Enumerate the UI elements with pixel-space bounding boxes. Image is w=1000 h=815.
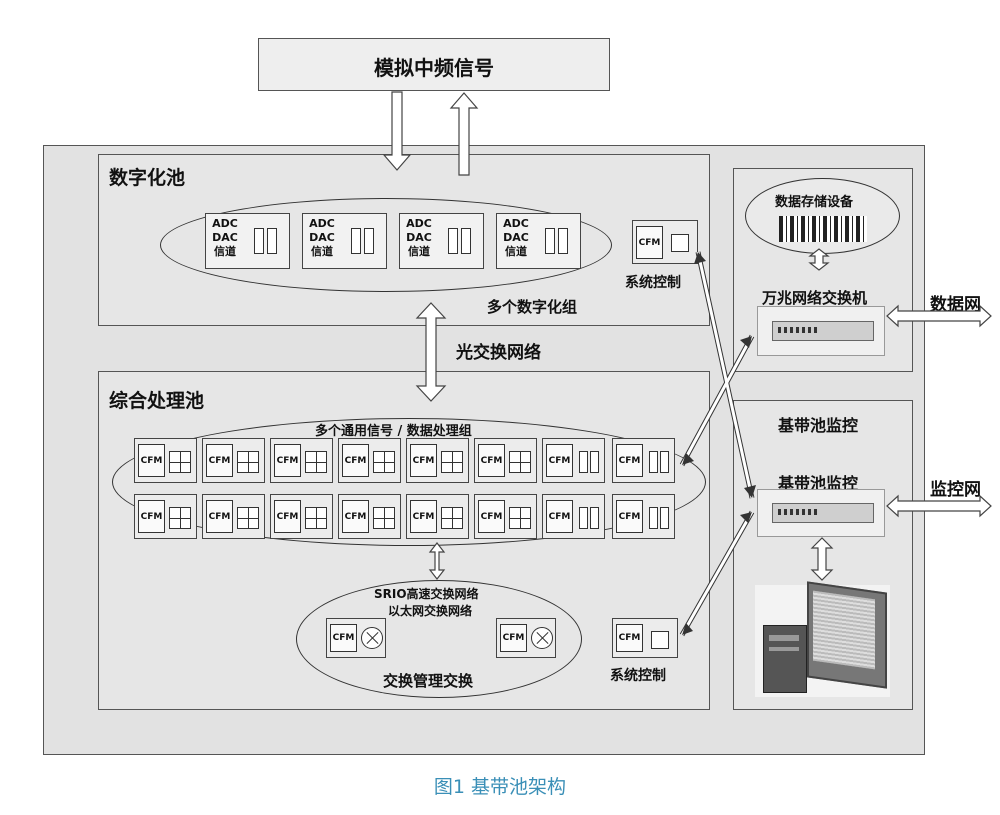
processing-card: CFM: [542, 494, 605, 539]
storage-array-icon: [779, 216, 867, 242]
analog-if-signal-label: 模拟中频信号: [374, 56, 494, 80]
digitization-pool-title: 数字化池: [109, 167, 186, 189]
processing-card: CFM: [474, 438, 537, 483]
switch-mgmt-label: 交换管理交换: [383, 672, 474, 690]
optical-network-label: 光交换网络: [456, 343, 541, 363]
processing-card: CFM: [542, 438, 605, 483]
monitor-workstation-arrow: [810, 537, 834, 581]
analog-if-signal-box: 模拟中频信号: [258, 38, 610, 91]
monitor-device-label: 基带池监控: [778, 474, 859, 493]
processing-card: CFM: [338, 494, 401, 539]
digital-sys-ctrl-label: 系统控制: [625, 275, 681, 291]
processing-card: CFM: [134, 494, 197, 539]
processing-card: CFM: [474, 494, 537, 539]
switch-link-arrow: [428, 542, 446, 580]
processing-card: CFM: [270, 494, 333, 539]
processing-card: CFM: [202, 494, 265, 539]
processing-pool-title: 综合处理池: [109, 390, 205, 412]
optical-double-arrow: [415, 302, 447, 402]
switch-network-ellipse: [296, 580, 582, 698]
processing-card: CFM: [134, 438, 197, 483]
switch-card: CFM: [326, 618, 386, 658]
switch-x-icon: [361, 627, 383, 649]
processing-group-ellipse: [112, 418, 706, 546]
up-arrow: [449, 92, 479, 176]
workstation-computer-icon: [755, 581, 890, 697]
ethernet-network-label: 以太网交换网络: [388, 604, 473, 618]
cfm-label: CFM: [636, 226, 663, 259]
switch-card: CFM: [496, 618, 556, 658]
figure-caption: 图1 基带池架构: [433, 776, 567, 798]
processing-card: CFM: [202, 438, 265, 483]
down-arrow: [382, 91, 412, 171]
proc-sys-ctrl-label: 系统控制: [610, 668, 666, 684]
digital-sys-ctrl-card: CFM: [632, 220, 698, 264]
proc-sys-ctrl-card: CFM: [612, 618, 678, 658]
digitization-group-label: 多个数字化组: [487, 298, 578, 316]
processing-card: CFM: [406, 494, 469, 539]
processing-group-label: 多个通用信号 / 数据处理组: [315, 424, 472, 439]
srio-network-label: SRIO高速交换网络: [374, 587, 479, 601]
data-network-label: 数据网: [930, 295, 981, 315]
monitor-network-label: 监控网: [930, 480, 981, 500]
monitor-network-arrow: [886, 494, 992, 518]
monitor-server-device: [757, 489, 885, 537]
processing-card: CFM: [612, 438, 675, 483]
storage-title: 数据存储设备: [775, 195, 854, 210]
storage-switch-arrow: [808, 248, 830, 271]
processing-card: CFM: [270, 438, 333, 483]
data-network-arrow: [886, 304, 992, 328]
processing-card: CFM: [338, 438, 401, 483]
monitor-panel-title: 基带池监控: [778, 416, 859, 435]
digitization-group-ellipse: [160, 198, 612, 292]
processing-card: CFM: [406, 438, 469, 483]
10g-switch-device: [757, 306, 885, 356]
10g-switch-label: 万兆网络交换机: [762, 289, 868, 307]
processing-card: CFM: [612, 494, 675, 539]
switch-x-icon: [531, 627, 553, 649]
